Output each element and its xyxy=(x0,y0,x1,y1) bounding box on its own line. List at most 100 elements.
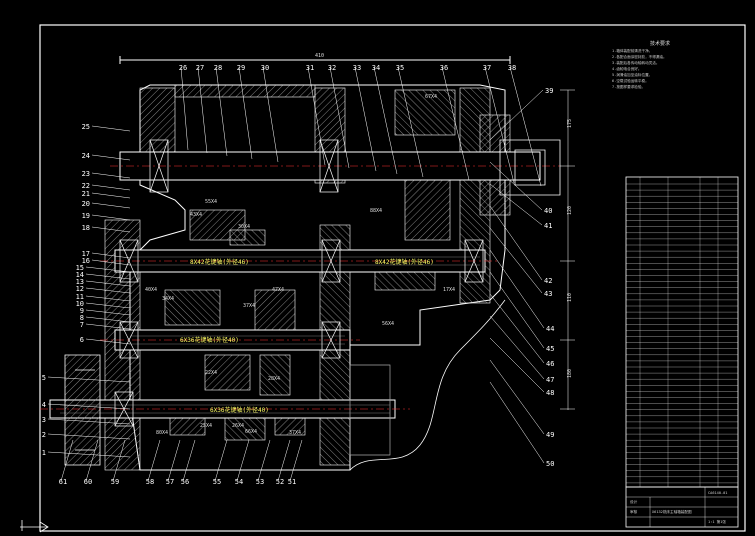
leader-line xyxy=(167,439,181,482)
part-number-label: 59 xyxy=(111,478,119,486)
part-number-label: 24 xyxy=(82,152,90,160)
leader-line xyxy=(307,66,326,166)
leader-line xyxy=(257,439,271,482)
tech-requirement: 6.空载试验运转平稳。 xyxy=(612,78,649,83)
leader-line xyxy=(489,293,545,364)
leader-line xyxy=(85,309,131,316)
part-number-label: 17 xyxy=(82,250,90,258)
gear-callout: 37X4 xyxy=(289,430,301,436)
leader-line xyxy=(373,66,398,175)
gear-callout: 47X4 xyxy=(272,287,284,293)
part-number-label: 50 xyxy=(546,460,554,468)
leader-line xyxy=(489,249,545,329)
part-number-label: 54 xyxy=(235,478,243,486)
part-number-label: 44 xyxy=(546,325,554,333)
bearings xyxy=(114,139,484,427)
title-block: 设计 审核 X6132铣床主轴箱装配图 CA6140-01 1:1 第1张 xyxy=(625,486,739,528)
part-number-label: 38 xyxy=(508,64,516,72)
leader-line xyxy=(489,315,545,380)
part-number-label: 55 xyxy=(213,478,221,486)
dimension-right: 120 xyxy=(567,206,573,215)
part-number-label: 48 xyxy=(546,389,554,397)
leader-line xyxy=(489,271,545,349)
leader-line xyxy=(91,252,131,259)
dimension-lines-right xyxy=(560,89,575,410)
sheet-border xyxy=(39,24,746,532)
leader-line xyxy=(182,439,196,482)
tech-requirement: 4.齿轮啮合良好。 xyxy=(612,66,641,71)
title-block-drawing-no: CA6140-01 xyxy=(708,491,727,495)
gear-callout: 22X4 xyxy=(205,370,217,376)
tech-requirement: 7.按图样要求检验。 xyxy=(612,84,645,89)
leader-line xyxy=(85,295,131,302)
leader-line xyxy=(85,302,131,309)
part-number-label: 43 xyxy=(544,290,552,298)
gear-callout: 37X4 xyxy=(243,303,255,309)
part-number-label: 13 xyxy=(76,278,84,286)
leader-line xyxy=(489,183,543,226)
part-number-label: 31 xyxy=(306,64,314,72)
part-number-label: 19 xyxy=(82,212,90,220)
leader-line xyxy=(489,205,543,281)
title-block-drawing-title: X6132铣床主轴箱装配图 xyxy=(652,509,692,514)
part-number-label: 34 xyxy=(372,64,380,72)
dimension-right: 175 xyxy=(567,119,573,128)
part-number-label: 21 xyxy=(82,190,90,198)
leader-line xyxy=(85,287,131,294)
centerlines xyxy=(40,165,560,410)
leader-line xyxy=(277,439,291,482)
part-number-label: 20 xyxy=(82,200,90,208)
part-number-label: 39 xyxy=(545,87,553,95)
gear-callout: 26X4 xyxy=(232,423,244,429)
title-block-checker: 审核 xyxy=(630,509,638,514)
leader-line xyxy=(47,403,131,410)
part-number-label: 2 xyxy=(42,431,46,439)
part-number-label: 8 xyxy=(80,314,84,322)
leader-line xyxy=(397,66,424,178)
part-number-label: 36 xyxy=(440,64,448,72)
leader-line xyxy=(489,337,545,393)
part-number-label: 27 xyxy=(196,64,204,72)
part-number-label: 16 xyxy=(82,257,90,265)
part-number-label: 9 xyxy=(80,307,84,315)
leader-line xyxy=(91,154,131,161)
gear-callout: 43X4 xyxy=(190,212,202,218)
part-number-label: 33 xyxy=(353,64,361,72)
leader-line xyxy=(489,161,543,211)
tech-requirement: 1.箱体装配前清洗干净。 xyxy=(612,48,652,53)
leader-line xyxy=(47,433,131,440)
leader-line xyxy=(91,172,131,179)
leader-line xyxy=(215,66,228,157)
leader-line xyxy=(489,89,544,141)
leader-line xyxy=(47,451,131,458)
title-block-designer: 设计 xyxy=(630,499,638,504)
part-number-label: 7 xyxy=(80,321,84,329)
tech-requirement: 2.各配合面涂密封胶，不得漏油。 xyxy=(612,54,667,59)
title-block-sheet: 1:1 第1张 xyxy=(708,519,726,524)
leader-line xyxy=(484,66,515,184)
leader-line xyxy=(60,439,74,482)
gear-callouts: 67X4 55X4 43X4 30X4 40X4 34X4 37X4 47X4 … xyxy=(145,94,455,436)
leader-line xyxy=(180,66,189,151)
part-number-label: 30 xyxy=(261,64,269,72)
leader-line xyxy=(147,439,161,482)
ucs-icon xyxy=(20,520,49,533)
part-number-label: 41 xyxy=(544,222,552,230)
part-number-label: 12 xyxy=(76,285,84,293)
gear-callout: 40X4 xyxy=(145,287,157,293)
leader-line xyxy=(85,266,131,273)
leader-line xyxy=(91,202,131,209)
shaft-label: 8X42花键轴(外径46) xyxy=(190,258,249,266)
part-number-label: 52 xyxy=(276,478,284,486)
part-number-label: 60 xyxy=(84,478,92,486)
leader-line xyxy=(238,66,253,160)
leader-line xyxy=(509,66,542,187)
part-number-label: 53 xyxy=(256,478,264,486)
leader-line xyxy=(112,439,126,482)
leader-line xyxy=(91,125,131,132)
part-number-label: 15 xyxy=(76,264,84,272)
leader-line xyxy=(85,280,131,287)
leader-line xyxy=(329,66,350,169)
spindle-nose xyxy=(499,139,561,196)
gear-callout: 28X4 xyxy=(268,376,280,382)
